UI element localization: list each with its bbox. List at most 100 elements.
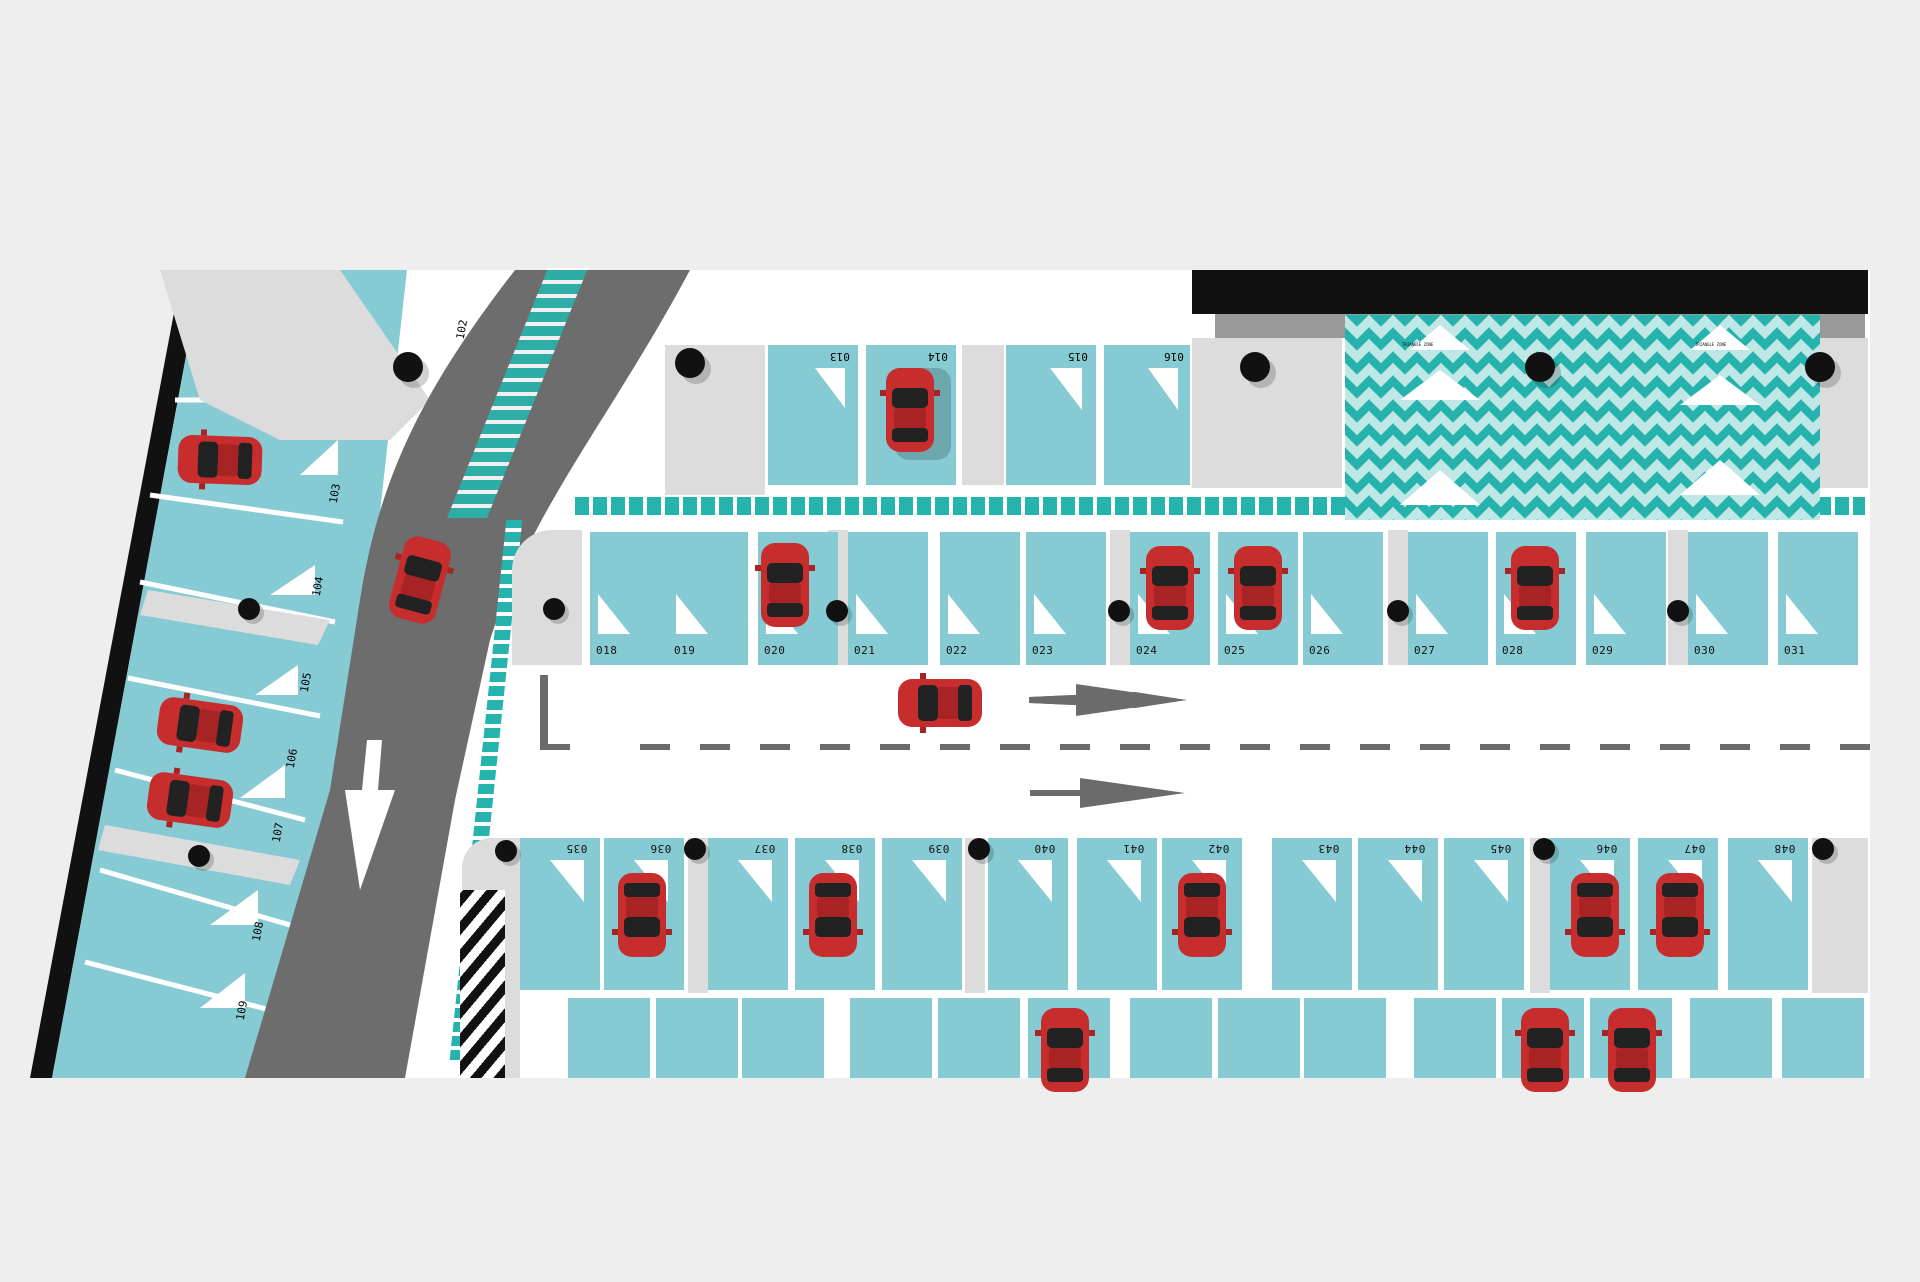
post xyxy=(1812,838,1834,860)
lane-dash xyxy=(940,744,970,750)
row-b-kerb-right xyxy=(1812,838,1868,993)
lane-dash xyxy=(1540,744,1570,750)
bay-row-c[interactable] xyxy=(1130,998,1212,1078)
row-a-kerb-left xyxy=(512,530,582,665)
lane-dash xyxy=(640,744,670,750)
bay-041[interactable]: 041 xyxy=(1077,838,1157,990)
post xyxy=(188,845,210,867)
bay-triangle xyxy=(598,594,630,634)
car xyxy=(1565,873,1625,957)
bay-row-c[interactable] xyxy=(1782,998,1864,1078)
lane-dash xyxy=(1060,744,1090,750)
bay-026[interactable]: 026 xyxy=(1303,532,1383,665)
row-b-kerb-037 xyxy=(688,838,708,993)
bay-triangle xyxy=(1018,860,1052,902)
bay-triangle xyxy=(1474,860,1508,902)
bay-row-c[interactable] xyxy=(1304,998,1386,1078)
bay-048[interactable]: 048 xyxy=(1728,838,1808,990)
bay-triangle xyxy=(1302,860,1336,902)
bay-triangle xyxy=(1388,860,1422,902)
bay-triangle xyxy=(1034,594,1066,634)
post xyxy=(1240,352,1270,382)
car xyxy=(612,873,672,957)
post xyxy=(826,600,848,622)
bay-number: 019 xyxy=(674,644,696,657)
row-b-kerb-046 xyxy=(1530,838,1550,993)
post xyxy=(238,598,260,620)
bay-045[interactable]: 045 xyxy=(1444,838,1524,990)
row-b-kerb-040 xyxy=(965,838,985,993)
row-a-kerb-024 xyxy=(1110,530,1130,665)
lane-dash xyxy=(1420,744,1450,750)
bay-row-c[interactable] xyxy=(1690,998,1772,1078)
bay-row-c[interactable] xyxy=(1218,998,1300,1078)
lane-dash xyxy=(820,744,850,750)
top-kerb-mid xyxy=(962,345,1004,485)
car xyxy=(803,873,863,957)
bay-023[interactable]: 023 xyxy=(1026,532,1106,665)
bay-row-c[interactable] xyxy=(850,998,932,1078)
bay-031[interactable]: 031 xyxy=(1778,532,1858,665)
post xyxy=(1667,600,1689,622)
bay-row-c[interactable] xyxy=(742,998,824,1078)
bay-triangle xyxy=(1696,594,1728,634)
hatched-zone xyxy=(460,890,505,1078)
bay-number: 025 xyxy=(1224,644,1246,657)
lane-dash xyxy=(700,744,730,750)
lane-dash xyxy=(1660,744,1690,750)
bay-number: 026 xyxy=(1309,644,1331,657)
lane-dash xyxy=(1000,744,1030,750)
bay-035[interactable]: 035 xyxy=(520,838,600,990)
bay-triangle xyxy=(1311,594,1343,634)
lane-dash xyxy=(760,744,790,750)
bay-number: 029 xyxy=(1592,644,1614,657)
bay-018[interactable]: 018 xyxy=(590,532,670,665)
bay-019[interactable]: 019 xyxy=(668,532,748,665)
post xyxy=(1533,838,1555,860)
bay-number: 030 xyxy=(1694,644,1716,657)
bay-021[interactable]: 021 xyxy=(848,532,928,665)
bay-triangle xyxy=(948,594,980,634)
lane-dash xyxy=(1720,744,1750,750)
bay-triangle xyxy=(1594,594,1626,634)
bay-044[interactable]: 044 xyxy=(1358,838,1438,990)
car xyxy=(380,531,460,629)
car xyxy=(1140,546,1200,630)
bay-row-c[interactable] xyxy=(1414,998,1496,1078)
bay-triangle xyxy=(912,860,946,902)
bay-030[interactable]: 030 xyxy=(1688,532,1768,665)
bay-triangle xyxy=(1758,860,1792,902)
bay-row-c[interactable] xyxy=(938,998,1020,1078)
lane-dash xyxy=(1240,744,1270,750)
post xyxy=(1805,352,1835,382)
post xyxy=(495,840,517,862)
bay-triangle xyxy=(676,594,708,634)
bay-040[interactable]: 040 xyxy=(988,838,1068,990)
bay-triangle xyxy=(1107,860,1141,902)
bay-triangle xyxy=(738,860,772,902)
car xyxy=(176,428,264,492)
bay-number: 021 xyxy=(854,644,876,657)
top-building-wall xyxy=(1192,270,1868,314)
post xyxy=(675,348,705,378)
post xyxy=(968,838,990,860)
lane-dash xyxy=(1480,744,1510,750)
bay-number: 022 xyxy=(946,644,968,657)
car xyxy=(1602,1008,1662,1092)
bay-029[interactable]: 029 xyxy=(1586,532,1666,665)
bay-number: 018 xyxy=(596,644,618,657)
bay-027[interactable]: 027 xyxy=(1408,532,1488,665)
row-a-kerb-027 xyxy=(1388,530,1408,665)
car xyxy=(154,689,246,761)
entrance-label-right: TRIANGLE ZONE xyxy=(1695,342,1727,347)
bay-row-c[interactable] xyxy=(568,998,650,1078)
bay-039[interactable]: 039 xyxy=(882,838,962,990)
bay-043[interactable]: 043 xyxy=(1272,838,1352,990)
bay-037[interactable]: 037 xyxy=(708,838,788,990)
bay-row-c[interactable] xyxy=(656,998,738,1078)
bay-number: 023 xyxy=(1032,644,1054,657)
bay-022[interactable]: 022 xyxy=(940,532,1020,665)
